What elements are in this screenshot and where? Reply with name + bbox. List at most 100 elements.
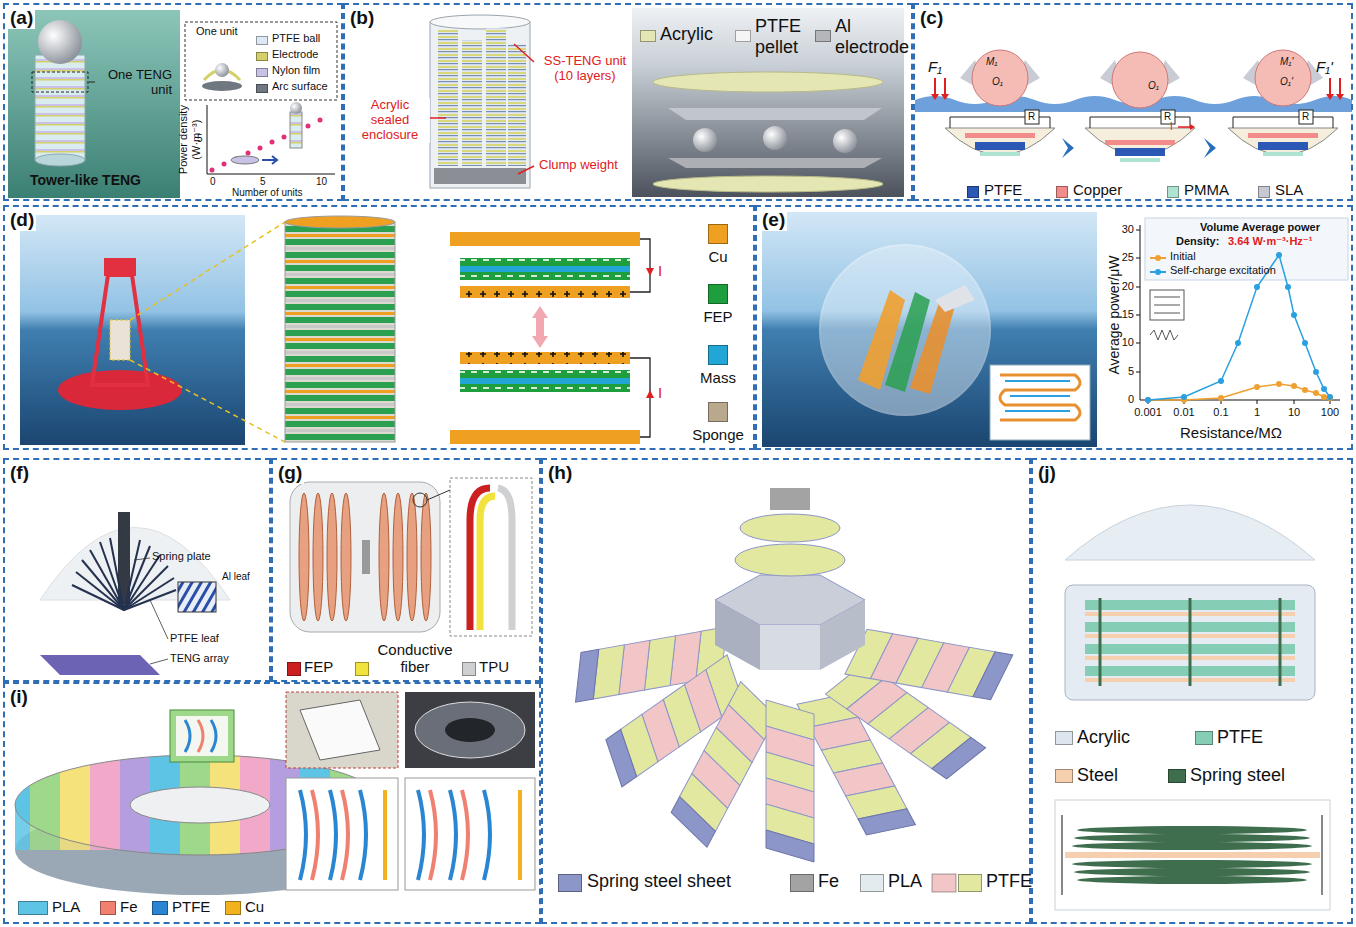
legend-swatch: [967, 186, 979, 198]
legend-text: Electrode: [272, 48, 318, 61]
tick-label: 25: [1114, 251, 1134, 264]
tick-label: 0.1: [1201, 406, 1241, 419]
panel-frame: (f): [3, 458, 271, 682]
legend-text: Al electrode: [835, 16, 905, 57]
callout-label: SS-TENG unit (10 layers): [538, 54, 632, 84]
callout-label: Clump weight: [538, 158, 619, 173]
legend-swatch: [558, 874, 582, 892]
current-symbol: I: [658, 262, 662, 279]
legend-text: PLA: [52, 898, 80, 915]
resistor-symbol: R: [1164, 111, 1171, 123]
legend-swatch: [355, 662, 369, 676]
legend-swatch: [1168, 769, 1186, 783]
chart-note: Density:: [1176, 235, 1219, 248]
legend-text: Sponge: [686, 426, 750, 443]
tick-label: 5: [1114, 365, 1134, 378]
panel-letter: (e): [760, 209, 787, 231]
legend-swatch: [708, 224, 728, 244]
panel-letter: (d): [8, 209, 36, 231]
legend-text: FEP: [304, 658, 333, 675]
legend-swatch: [708, 402, 728, 422]
legend-swatch: [256, 68, 268, 77]
legend-swatch: [18, 901, 48, 915]
tick-label: 0.001: [1124, 406, 1172, 419]
legend-text: Spring steel sheet: [587, 871, 731, 892]
legend-text: Mass: [688, 369, 748, 386]
legend-swatch: [790, 874, 814, 892]
tick-label: 30: [1114, 223, 1134, 236]
tick-label: 10: [1274, 406, 1314, 419]
tick-label: 100: [1310, 406, 1350, 419]
tick-label: 1: [1237, 406, 1277, 419]
legend-swatch: [815, 30, 831, 42]
panel-frame: (d): [3, 205, 755, 450]
legend-swatch: [152, 901, 168, 915]
legend-text: Steel: [1077, 765, 1118, 786]
axis-title: Average power/μW: [1106, 255, 1122, 374]
mass-symbol: M₁': [1280, 56, 1293, 68]
legend-text: SLA: [1275, 181, 1303, 198]
panel-letter: (c): [918, 7, 945, 29]
panel-letter: (f): [8, 462, 31, 484]
panel-letter: (h): [546, 462, 574, 484]
legend-text: FEP: [692, 308, 744, 325]
tick-label: 0: [210, 176, 216, 188]
force-symbol: F₁': [1316, 58, 1333, 75]
legend-swatch: [640, 30, 656, 42]
legend-text: Arc surface: [272, 80, 328, 93]
legend-swatch: [256, 52, 268, 61]
legend-text: PLA: [888, 871, 922, 892]
legend-swatch: [1195, 731, 1213, 745]
legend-text: Copper: [1073, 181, 1122, 198]
legend-text: Spring steel: [1190, 765, 1285, 786]
chart-note: 3.64 W·m⁻³·Hz⁻¹: [1228, 235, 1312, 248]
legend-text: TPU: [479, 658, 509, 675]
legend-marker: [1155, 269, 1161, 275]
legend-swatch: [1055, 731, 1073, 745]
legend-text: Conductive fiber: [372, 641, 458, 676]
inset-title: One unit: [196, 25, 238, 38]
legend-text: Acrylic: [660, 24, 713, 45]
pivot-symbol: O₁: [1148, 80, 1159, 92]
force-symbol: F₁: [928, 58, 942, 75]
legend-swatch: [1056, 186, 1068, 198]
legend-swatch: [735, 30, 751, 42]
part-label: Spring plate: [152, 550, 211, 563]
legend-marker: [1155, 255, 1161, 261]
legend-swatch: [225, 901, 241, 915]
legend-swatch: [708, 284, 728, 304]
pivot-symbol: O₁: [992, 76, 1003, 88]
resistor-symbol: R: [1028, 111, 1035, 123]
legend-swatch: [708, 345, 728, 365]
axis-title: Resistance/MΩ: [1180, 424, 1282, 441]
part-label: Al leaf: [222, 571, 250, 583]
panel-frame: (h): [541, 458, 1031, 924]
panel-letter: (j): [1036, 462, 1058, 484]
legend-swatch: [287, 662, 301, 676]
part-label: PTFE leaf: [170, 632, 219, 645]
tick-label: 0.01: [1164, 406, 1204, 419]
legend-swatch: [1258, 186, 1270, 198]
legend-text: PTFE: [984, 181, 1022, 198]
panel-letter: (i): [8, 686, 30, 708]
resistor-symbol: R: [1302, 111, 1309, 123]
legend-text: Fe: [818, 871, 839, 892]
part-label: TENG array: [170, 652, 229, 665]
legend-text: PTFE: [986, 871, 1032, 892]
panel-letter: (g): [276, 462, 304, 484]
pivot-symbol: O₁': [1280, 76, 1293, 88]
chart-note: Volume Average power: [1200, 221, 1320, 234]
legend-text: PTFE ball: [272, 32, 320, 45]
legend-text: Acrylic: [1077, 727, 1130, 748]
callout-label: One TENG unit: [98, 68, 172, 98]
legend-swatch: [958, 874, 982, 892]
legend-swatch: [462, 662, 476, 676]
legend-text: Fe: [120, 898, 138, 915]
legend-text: PTFE pellet: [755, 16, 815, 57]
legend-text: Cu: [700, 248, 736, 265]
legend-swatch: [100, 901, 116, 915]
tick-label: 10: [316, 176, 327, 188]
device-name: Tower-like TENG: [30, 172, 141, 188]
legend-text: PTFE: [1217, 727, 1263, 748]
